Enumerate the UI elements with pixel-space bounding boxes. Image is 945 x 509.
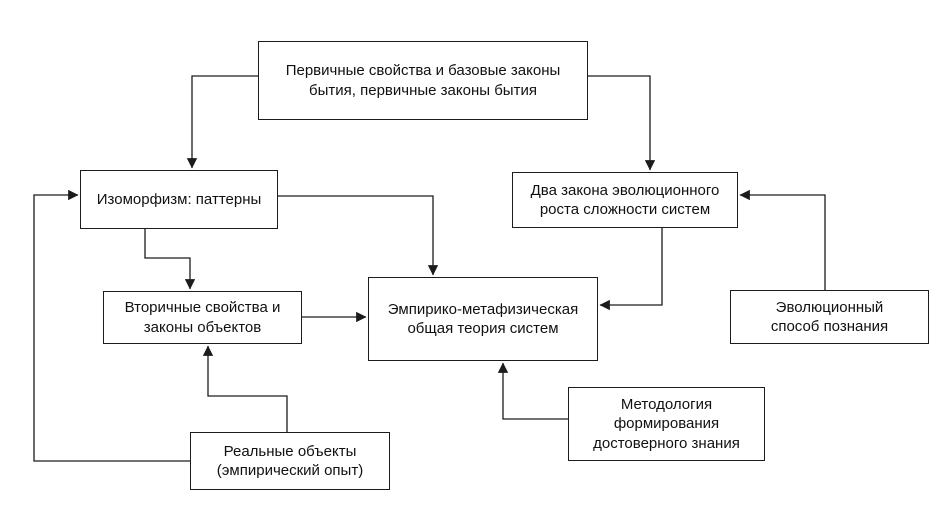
node-evolutionary-cognition-label: Эволюционный способ познания <box>770 298 889 336</box>
edge-methodology-to-emt <box>497 362 568 420</box>
edge-isomorphism-to-emt <box>278 195 439 276</box>
node-empirical-metaphysical-theory: Эмпирико-метафизическая общая теория сис… <box>368 277 598 361</box>
node-empirical-metaphysical-theory-label: Эмпирико-метафизическая общая теория сис… <box>387 300 579 338</box>
node-secondary-properties: Вторичные свойства и законы объектов <box>103 291 302 344</box>
node-real-objects: Реальные объекты (эмпирический опыт) <box>190 432 390 490</box>
edge-real-objects-to-isomorphism <box>33 189 190 462</box>
edge-evolution-to-two-laws <box>739 189 826 290</box>
edge-isomorphism-to-secondary <box>144 229 196 290</box>
node-methodology: Методология формирования достоверного зн… <box>568 387 765 461</box>
node-real-objects-label: Реальные объекты (эмпирический опыт) <box>216 442 364 480</box>
node-two-laws-label: Два закона эволюционного роста сложности… <box>530 181 720 219</box>
edge-real-objects-to-secondary <box>202 345 288 432</box>
node-methodology-label: Методология формирования достоверного зн… <box>593 395 740 452</box>
node-primary-properties: Первичные свойства и базовые законы быти… <box>258 41 588 120</box>
node-isomorphism-label: Изоморфизм: паттерны <box>96 190 262 208</box>
node-two-laws: Два закона эволюционного роста сложности… <box>512 172 738 228</box>
node-secondary-properties-label: Вторичные свойства и законы объектов <box>124 299 281 336</box>
edge-primary-to-isomorphism <box>186 75 258 169</box>
node-isomorphism: Изоморфизм: паттерны <box>80 170 278 229</box>
node-primary-properties-label: Первичные свойства и базовые законы быти… <box>285 62 561 99</box>
node-evolutionary-cognition: Эволюционный способ познания <box>730 290 929 344</box>
edge-primary-to-two-laws <box>588 75 656 171</box>
edge-two-laws-to-emt <box>599 228 663 311</box>
